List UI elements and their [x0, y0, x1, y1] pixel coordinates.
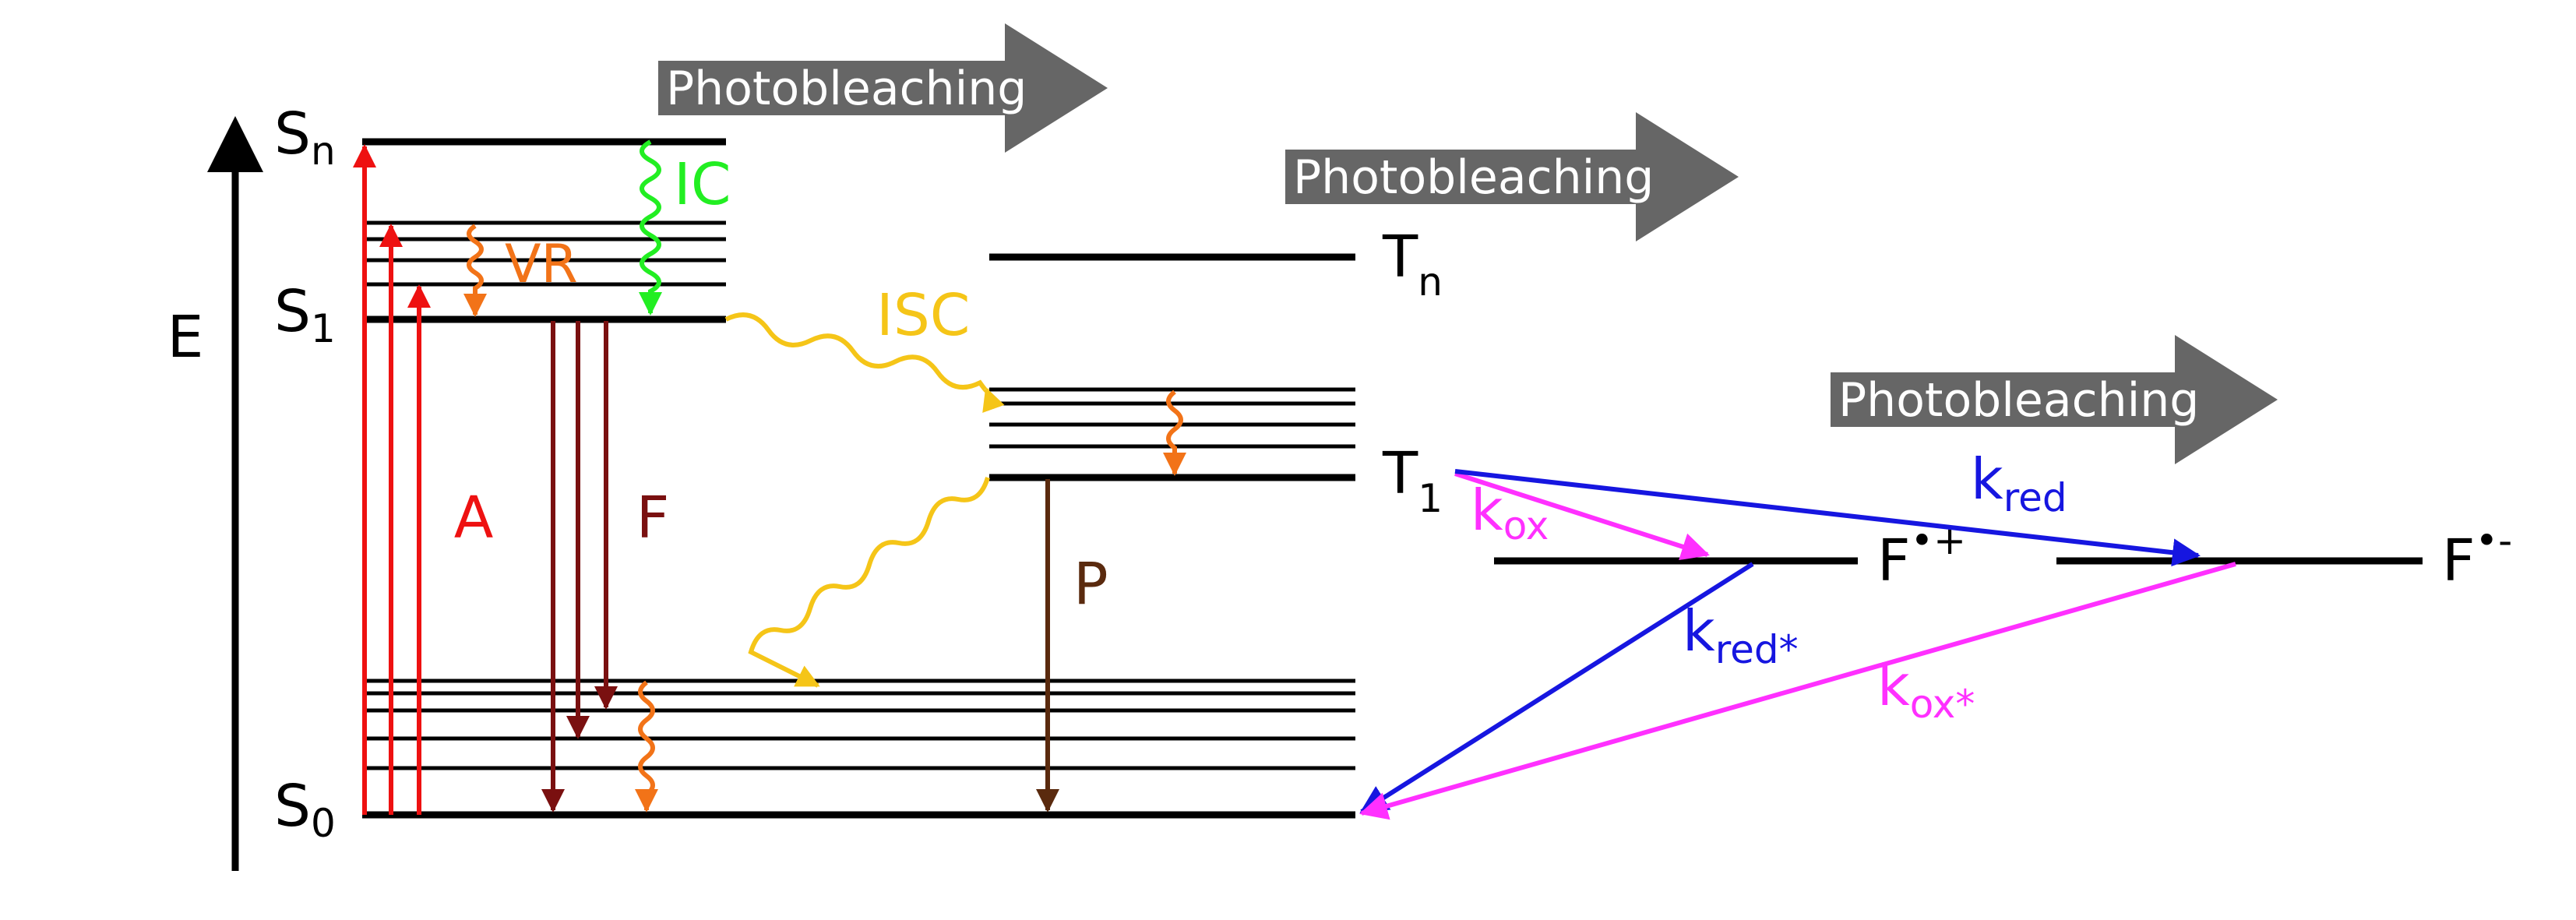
k-ox-star-label: kox*: [1877, 653, 1975, 727]
k-red-arrow: [1454, 469, 2201, 567]
photobleaching-arrow-1: Photobleaching: [658, 23, 1108, 153]
internal-conversion-arrow: [639, 139, 662, 315]
s1-label: S1: [274, 278, 336, 351]
k-ox-label: kox: [1471, 478, 1549, 548]
t1-label: T1: [1382, 440, 1443, 521]
fluorescence-arrows: [541, 321, 618, 812]
s0-label: S0: [274, 773, 336, 846]
photobleaching-arrow-2: Photobleaching: [1285, 112, 1739, 241]
fluorescence-label: F: [636, 485, 670, 552]
k-red-star-arrow: [1359, 562, 1754, 814]
energy-axis: E: [167, 116, 263, 871]
photobleaching-arrow-3: Photobleaching: [1831, 335, 2278, 464]
intersystem-crossing-arrow-s1-t: [724, 312, 1005, 414]
intersystem-crossing-label: ISC: [876, 282, 970, 349]
photobleaching-label-2: Photobleaching: [1293, 150, 1654, 205]
vibrational-relaxation-arrow-t1: [1163, 390, 1186, 476]
k-red-label: kred: [1971, 446, 2067, 520]
vibrational-relaxation-label: VR: [505, 234, 578, 295]
k-red-star-label: kred*: [1683, 598, 1799, 672]
sn-label: Sn: [274, 100, 336, 174]
k-ox-star-arrow: [1359, 562, 2236, 820]
photobleaching-label-1: Photobleaching: [666, 62, 1027, 116]
energy-axis-label: E: [167, 304, 204, 371]
absorption-arrows: [353, 144, 431, 815]
phosphorescence-label: P: [1073, 551, 1108, 618]
vibrational-relaxation-arrow-s1: [463, 224, 487, 317]
vibrational-relaxation-arrow-s0: [635, 680, 658, 812]
photobleaching-label-3: Photobleaching: [1838, 373, 2199, 428]
redox-arrows: [1359, 469, 2236, 820]
intersystem-crossing-arrow-t1-s0: [748, 477, 990, 688]
tn-label: Tn: [1382, 224, 1443, 305]
k-ox-arrow: [1454, 471, 1710, 561]
absorption-label: A: [454, 485, 494, 552]
radical-anion-label: F•-: [2442, 518, 2512, 594]
level-labels: Sn S1 S0 Tn T1 F•+ F•-: [274, 100, 2512, 846]
internal-conversion-label: IC: [674, 151, 731, 218]
